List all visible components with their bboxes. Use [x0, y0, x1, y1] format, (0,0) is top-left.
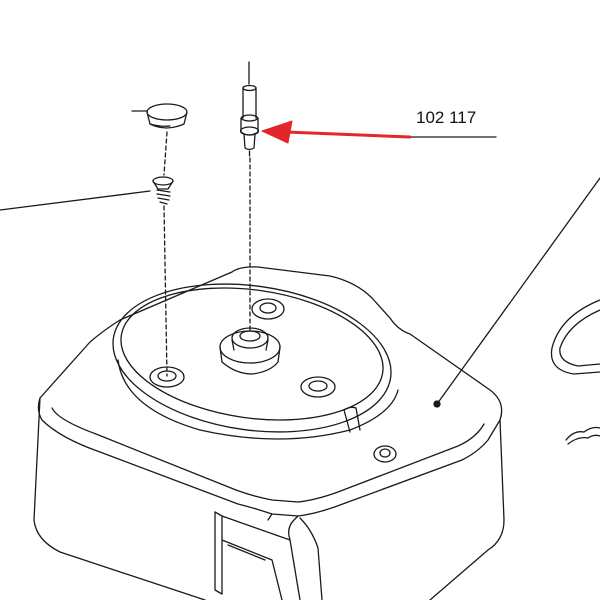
red-arrow-icon [261, 120, 412, 144]
housing-screw-hole [373, 445, 397, 463]
small-spring-part [565, 426, 600, 445]
disc-hole-top [251, 298, 285, 320]
screw-part [0, 176, 174, 211]
part-number-label: 102 117 [416, 108, 477, 127]
leader-lines [409, 136, 600, 405]
assembly-dashed-lines [163, 131, 251, 377]
turntable-disc [112, 283, 399, 440]
center-hub [219, 327, 281, 375]
shaft-pin-part [239, 61, 260, 157]
housing-body [33, 266, 505, 600]
disc-hole-right [300, 376, 336, 398]
belt-loop-part [550, 299, 600, 375]
cap-part [131, 103, 188, 129]
